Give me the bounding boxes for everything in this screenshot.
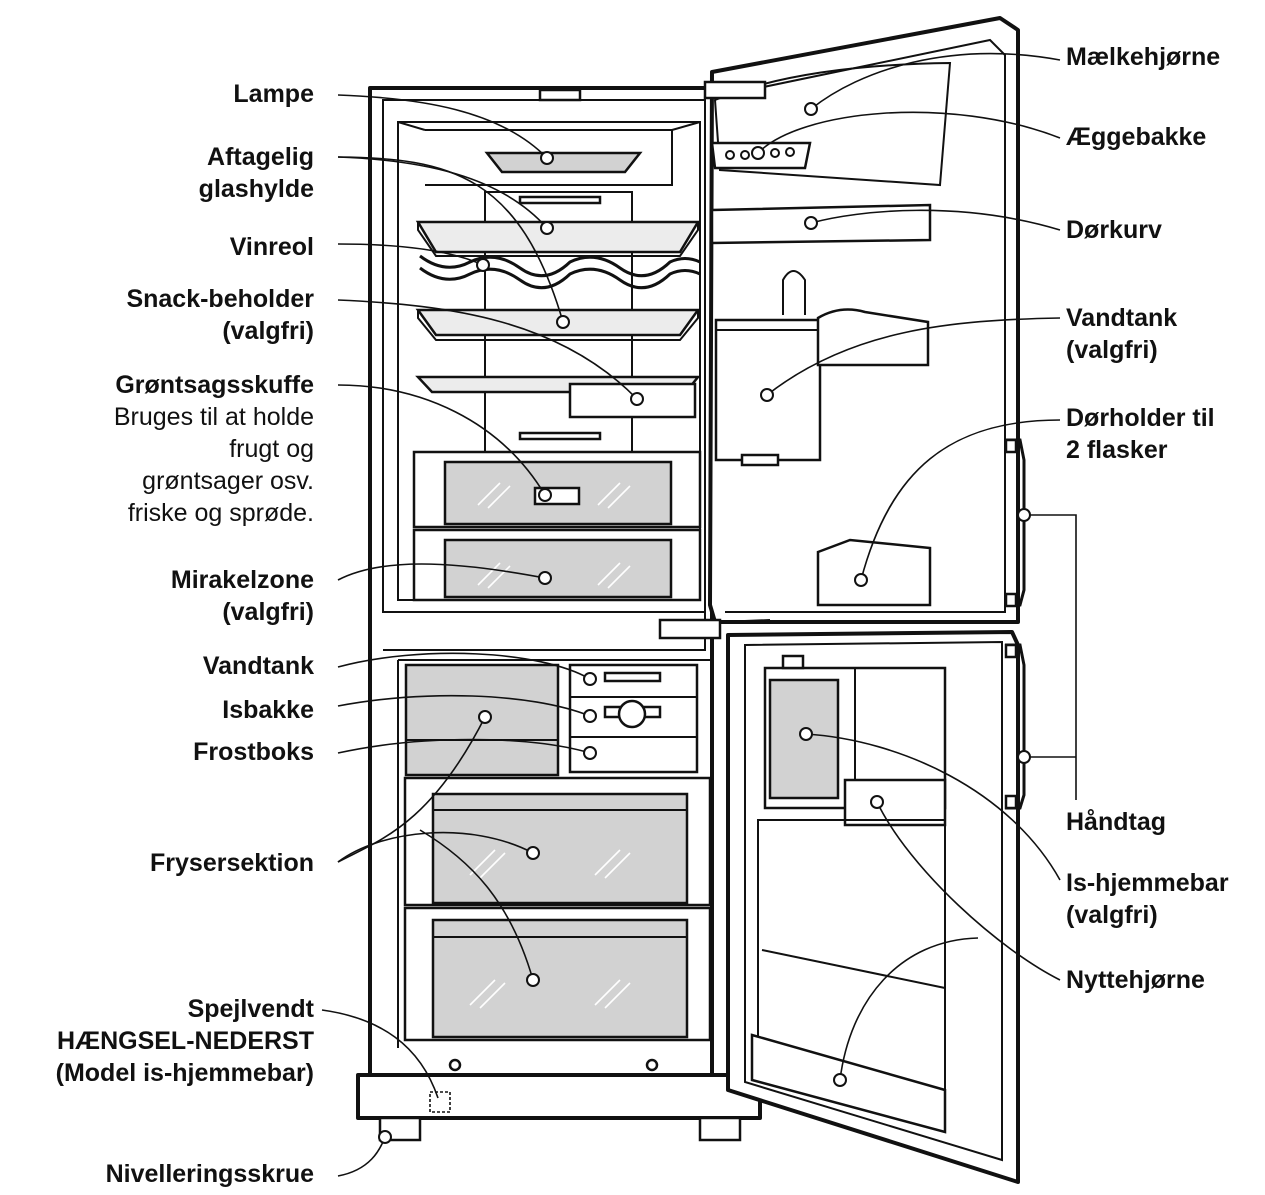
label-spejlvendt-haengsel: Spejlvendt HÆNGSEL-NEDERST (Model is-hje… — [55, 995, 314, 1087]
label-frysersektion: Frysersektion — [150, 849, 314, 877]
label-doerholder: Dørholder til 2 flasker — [1066, 404, 1215, 464]
callout-dots — [378, 102, 1031, 1144]
label-haandtag: Håndtag — [1066, 808, 1166, 836]
label-nivelleringsskrue: Nivelleringsskrue — [105, 1160, 314, 1188]
label-vandtank-door: Vandtank (valgfri) — [1066, 304, 1178, 364]
label-nyttehjoerne: Nyttehjørne — [1066, 966, 1205, 994]
label-vandtank-freezer: Vandtank — [202, 652, 314, 680]
label-mirakelzone: Mirakelzone (valgfri) — [170, 566, 314, 626]
refrigerator-body — [356, 16, 1026, 1184]
label-lampe: Lampe — [233, 80, 314, 108]
label-is-hjemmebar: Is-hjemmebar (valgfri) — [1066, 869, 1229, 929]
label-aftagelig-glashylde: Aftagelig glashylde — [198, 143, 314, 203]
label-groentsagsskuffe: Grøntsagsskuffe Bruges til at holde frug… — [113, 371, 314, 527]
label-maelkehjoerne: Mælkehjørne — [1066, 43, 1221, 71]
leader-lines — [321, 52, 1077, 1177]
label-snack-beholder: Snack-beholder (valgfri) — [126, 285, 314, 345]
label-doerkurv: Dørkurv — [1066, 216, 1162, 244]
label-aeggebakke: Æggebakke — [1066, 123, 1207, 151]
label-vinreol: Vinreol — [229, 233, 314, 261]
label-isbakke: Isbakke — [222, 696, 314, 724]
label-frostboks: Frostboks — [193, 738, 314, 766]
